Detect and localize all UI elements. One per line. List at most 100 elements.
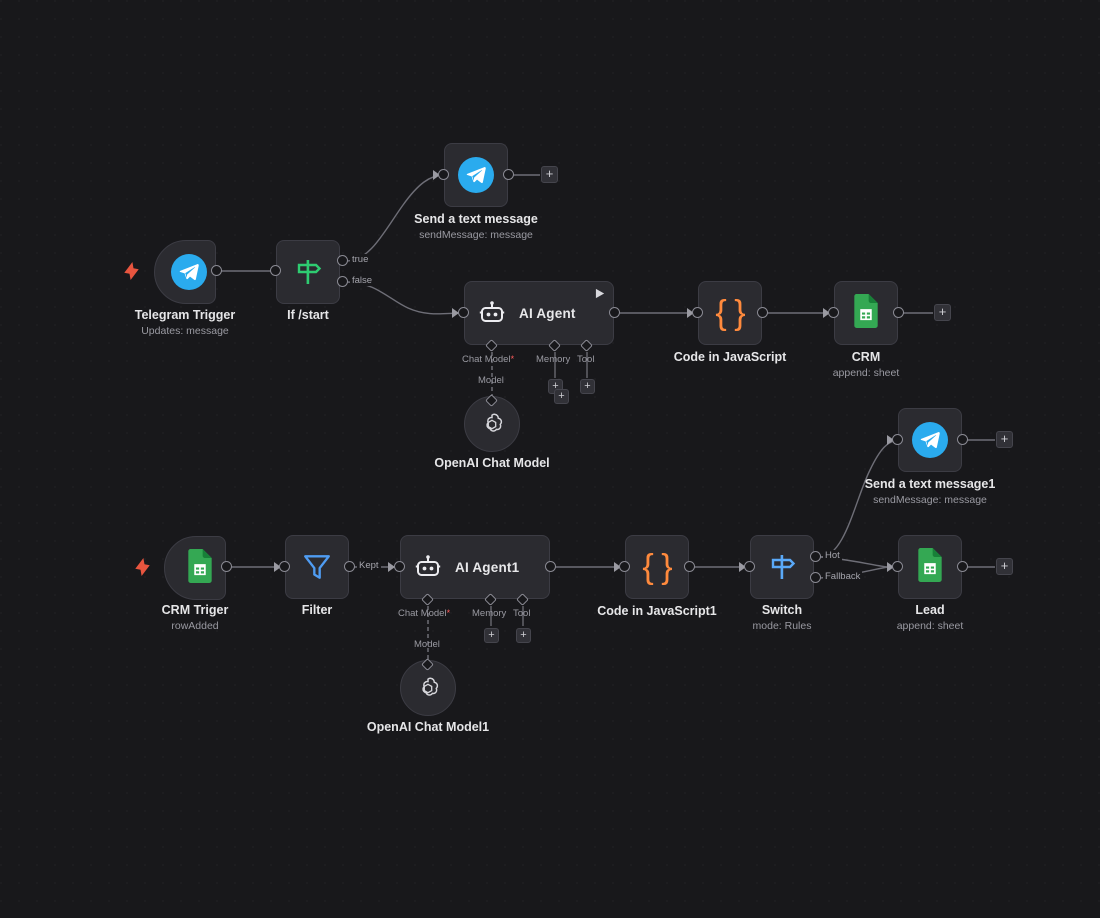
google-sheets-icon — [913, 547, 947, 587]
openai-icon — [422, 677, 439, 696]
node-ai-agent[interactable]: AI Agent — [464, 281, 614, 345]
node-label-send-a-text-message-1: Send a text message1 sendMessage: messag… — [820, 476, 1040, 508]
port-lead-in[interactable] — [892, 561, 903, 572]
port-switch-hot[interactable] — [810, 551, 821, 562]
port-ai-agent-in[interactable] — [458, 307, 469, 318]
node-subtitle: Updates: message — [141, 324, 229, 337]
node-title: CRM — [851, 350, 881, 364]
robot-icon — [479, 301, 505, 322]
sub-label-tool: Tool — [577, 354, 595, 365]
node-crm[interactable] — [834, 281, 898, 345]
sub-label-model: Model — [478, 375, 504, 386]
node-title: Switch — [761, 603, 803, 617]
add-node-button[interactable]: + — [996, 431, 1013, 448]
google-sheets-icon — [849, 293, 883, 333]
edge-label-hot: Hot — [823, 550, 842, 561]
port-crm-out[interactable] — [893, 307, 904, 318]
port-code-in-javascript-out[interactable] — [757, 307, 768, 318]
port-code-in-javascript-1-in[interactable] — [619, 561, 630, 572]
node-title: OpenAI Chat Model1 — [366, 720, 490, 734]
port-if-start-in[interactable] — [270, 265, 281, 276]
node-label-crm: CRM append: sheet — [756, 349, 976, 381]
node-if-start[interactable] — [276, 240, 340, 304]
node-label-send-a-text-message: Send a text message sendMessage: message — [366, 211, 586, 243]
telegram-icon — [458, 157, 494, 193]
robot-icon — [415, 555, 441, 576]
required-marker: * — [446, 608, 451, 618]
add-node-button[interactable]: + — [934, 304, 951, 321]
port-crm-in[interactable] — [828, 307, 839, 318]
node-label-crm-trigger: CRM Triger rowAdded — [85, 602, 305, 634]
add-node-button[interactable]: + — [996, 558, 1013, 575]
signpost-blue-icon — [771, 555, 796, 579]
node-code-in-javascript-1[interactable]: { } — [625, 535, 689, 599]
node-send-a-text-message-1[interactable] — [898, 408, 962, 472]
node-subtitle: append: sheet — [832, 366, 900, 379]
port-crm-trigger-out[interactable] — [221, 561, 232, 572]
node-label-openai-chat-model: OpenAI Chat Model — [382, 455, 602, 472]
telegram-icon — [171, 254, 207, 290]
sub-label-text: Chat Model — [462, 354, 511, 365]
port-switch-fallback[interactable] — [810, 572, 821, 583]
sub-label-chat-model: Chat Model* — [398, 608, 450, 619]
node-lead[interactable] — [898, 535, 962, 599]
port-ai-agent-1-out[interactable] — [545, 561, 556, 572]
port-send-a-text-message-1-out[interactable] — [957, 434, 968, 445]
node-label-filter: Filter — [207, 602, 427, 619]
port-lead-out[interactable] — [957, 561, 968, 572]
node-subtitle: sendMessage: message — [419, 228, 533, 241]
port-switch-in[interactable] — [744, 561, 755, 572]
port-if-start-true[interactable] — [337, 255, 348, 266]
node-label-telegram-trigger: Telegram Trigger Updates: message — [75, 307, 295, 339]
port-send-a-text-message-in[interactable] — [438, 169, 449, 180]
agent-execute-icon — [595, 288, 606, 299]
add-node-button[interactable]: + — [541, 166, 558, 183]
port-filter-kept[interactable] — [344, 561, 355, 572]
arrow-into-lead — [887, 562, 894, 572]
node-title: OpenAI Chat Model — [434, 456, 550, 470]
node-label-switch: Switch mode: Rules — [672, 602, 892, 634]
node-subtitle: sendMessage: message — [873, 493, 987, 506]
node-crm-trigger[interactable] — [164, 536, 226, 600]
node-title: Code in JavaScript — [673, 350, 787, 364]
port-ai-agent-1-in[interactable] — [394, 561, 405, 572]
port-send-a-text-message-1-in[interactable] — [892, 434, 903, 445]
node-switch[interactable] — [750, 535, 814, 599]
node-subtitle: mode: Rules — [752, 619, 812, 632]
signpost-green-icon — [297, 260, 322, 284]
node-inline-label: AI Agent — [519, 305, 576, 321]
add-tool-button[interactable]: + — [516, 628, 531, 643]
edge-label-false: false — [350, 275, 375, 286]
node-title: CRM Triger — [161, 603, 229, 617]
code-braces-icon: { } — [715, 294, 745, 332]
port-telegram-trigger-out[interactable] — [211, 265, 222, 276]
node-subtitle: rowAdded — [171, 619, 219, 632]
port-ai-agent-out[interactable] — [609, 307, 620, 318]
sub-label-memory: Memory — [536, 354, 571, 365]
trigger-bolt-icon — [124, 262, 139, 280]
node-label-if-start: If /start — [198, 307, 418, 324]
port-send-a-text-message-out[interactable] — [503, 169, 514, 180]
add-memory-button[interactable]: + — [484, 628, 499, 643]
add-openai-chat-model-button[interactable]: + — [554, 389, 569, 404]
node-label-openai-chat-model-1: OpenAI Chat Model1 — [318, 719, 538, 736]
port-filter-in[interactable] — [279, 561, 290, 572]
funnel-icon — [304, 555, 330, 579]
node-send-a-text-message[interactable] — [444, 143, 508, 207]
port-code-in-javascript-1-out[interactable] — [684, 561, 695, 572]
node-telegram-trigger[interactable] — [154, 240, 216, 304]
node-ai-agent-1[interactable]: AI Agent1 — [400, 535, 550, 599]
port-code-in-javascript-in[interactable] — [692, 307, 703, 318]
node-title: Filter — [301, 603, 333, 617]
edge-label-fallback: Fallback — [823, 571, 863, 582]
trigger-bolt-icon — [135, 558, 150, 576]
node-filter[interactable] — [285, 535, 349, 599]
node-subtitle: append: sheet — [896, 619, 964, 632]
port-if-start-false[interactable] — [337, 276, 348, 287]
node-code-in-javascript[interactable]: { } — [698, 281, 762, 345]
node-label-lead: Lead append: sheet — [820, 602, 1040, 634]
node-title: Lead — [915, 603, 945, 617]
sub-label-memory: Memory — [472, 608, 507, 619]
add-tool-button[interactable]: + — [580, 379, 595, 394]
